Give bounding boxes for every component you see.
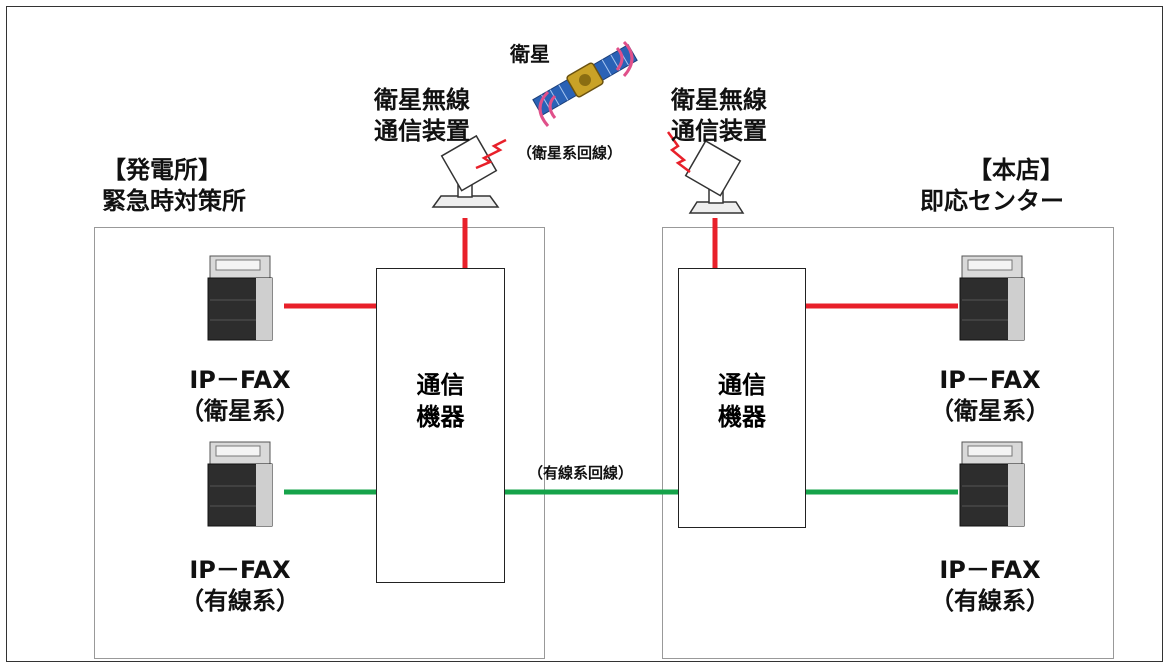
signal-arcs-lower-left-icon	[538, 90, 557, 127]
left-wired-fax-label: IP－FAX （有線系）	[180, 556, 300, 615]
right-satellite-fax-label: IP－FAX （衛星系）	[930, 366, 1050, 425]
right-satellite-fax-icon	[959, 255, 1025, 341]
signal-arcs-upper-right-icon	[615, 40, 634, 77]
left-satellite-fax-icon	[207, 255, 273, 341]
right-device-label: 通信 機器	[718, 371, 766, 431]
satellite-link-label: （衛星系回線）	[517, 144, 623, 162]
left-antenna-label: 衛星無線 通信装置	[374, 86, 470, 145]
right-site-box	[662, 227, 1114, 659]
right-wired-fax-label: IP－FAX （有線系）	[930, 556, 1050, 615]
right-site-title: 【本店】 即応センター	[920, 156, 1064, 215]
left-wired-fax-icon	[207, 441, 273, 527]
wired-link-label: （有線系回線）	[528, 464, 634, 482]
left-site-title: 【発電所】 緊急時対策所	[102, 156, 246, 215]
left-satellite-fax-label: IP－FAX （衛星系）	[180, 366, 300, 425]
right-communication-device: 通信 機器	[678, 268, 806, 528]
left-antenna-icon	[431, 134, 507, 208]
right-antenna-icon	[666, 131, 745, 214]
left-device-label: 通信 機器	[416, 371, 465, 431]
left-communication-device: 通信 機器	[376, 268, 505, 583]
left-site-box	[94, 227, 545, 659]
diagram-frame	[6, 6, 1163, 662]
right-antenna-label: 衛星無線 通信装置	[671, 86, 767, 145]
right-wired-fax-icon	[959, 441, 1025, 527]
satellite-label: 衛星	[510, 42, 550, 66]
